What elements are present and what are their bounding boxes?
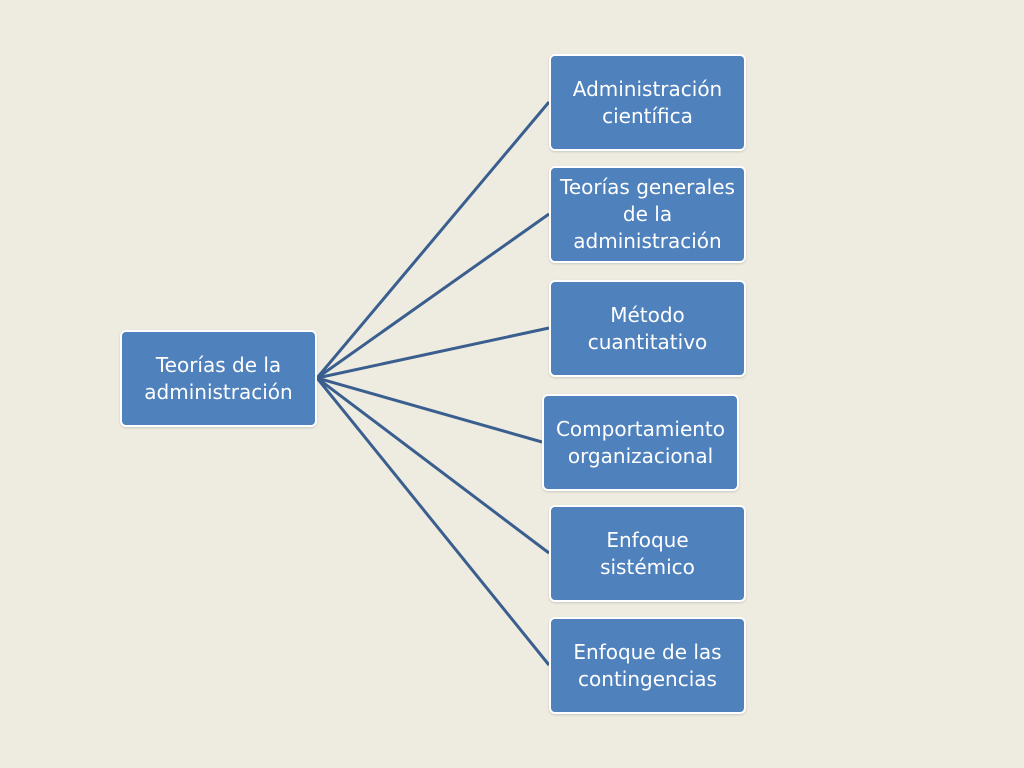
child-node-metodo-cuantitativo[interactable]: Método cuantitativo [549,280,746,377]
connector-line-0 [315,101,551,379]
connector-line-1 [316,212,550,380]
child-node-administracion-cientifica[interactable]: Administración científica [549,54,746,151]
connector-line-3 [316,376,543,444]
child-node-enfoque-contingencias[interactable]: Enfoque de las contingencias [549,617,746,714]
connector-line-5 [315,377,551,666]
child-node-teorias-generales[interactable]: Teorías generales de la administración [549,166,746,263]
child-node-enfoque-sistemico[interactable]: Enfoque sistémico [549,505,746,602]
root-node[interactable]: Teorías de la administración [120,330,317,427]
connector-line-4 [316,376,550,555]
connector-line-2 [316,326,550,380]
child-node-comportamiento-organizacional[interactable]: Comportamiento organizacional [542,394,739,491]
